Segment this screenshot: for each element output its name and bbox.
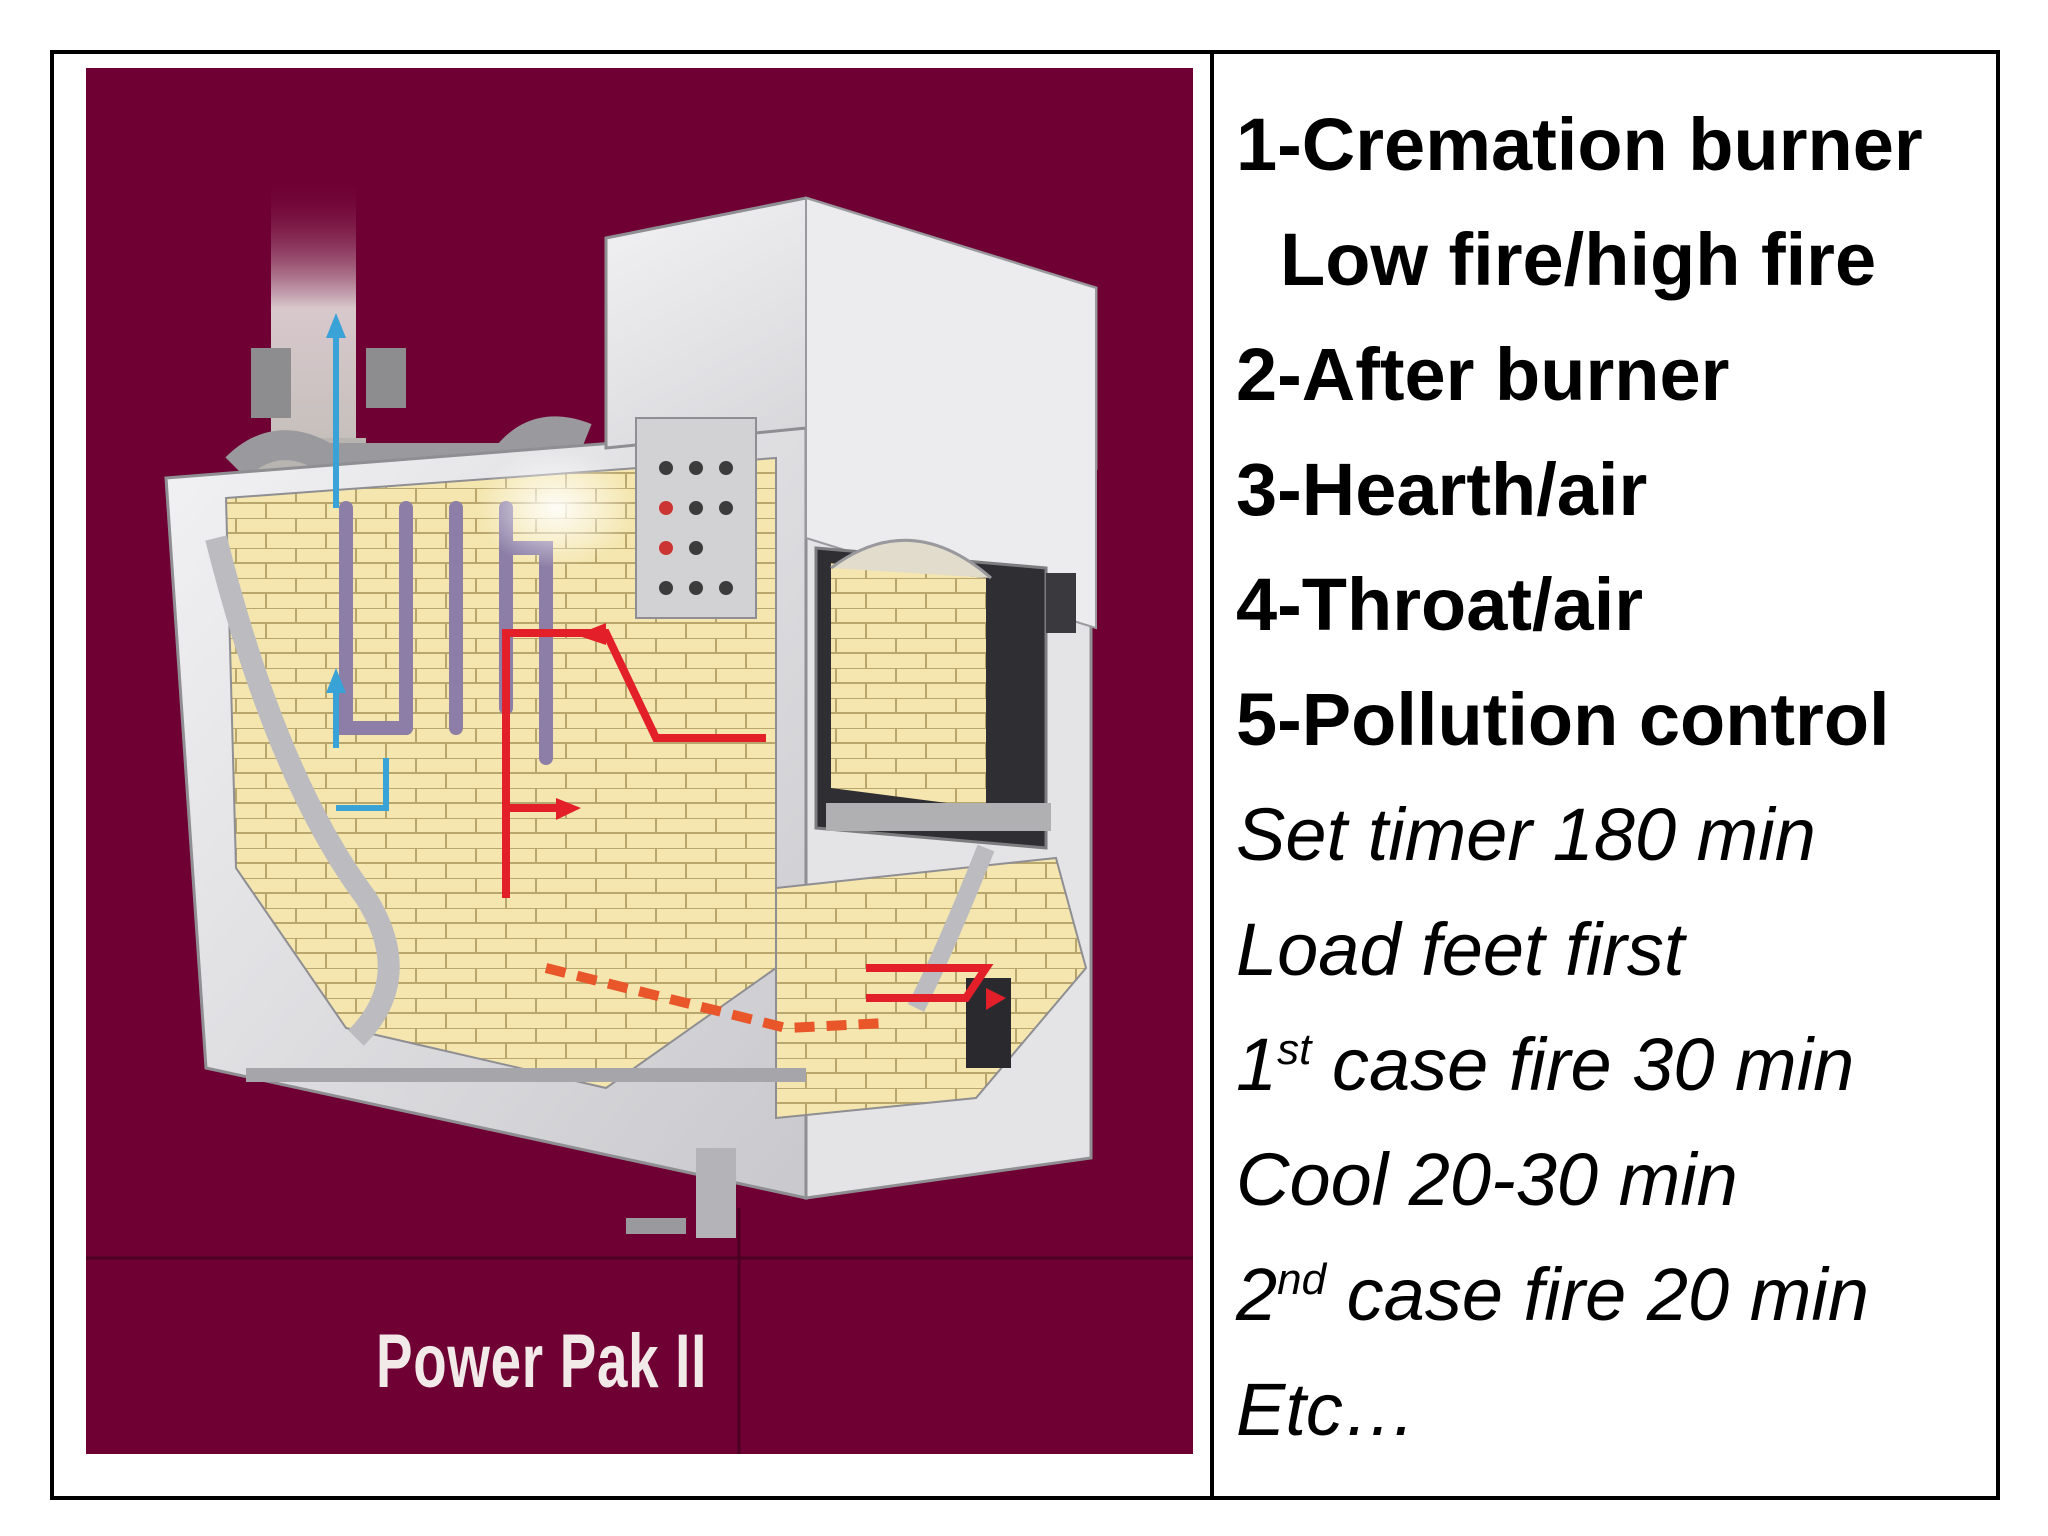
note-set-timer: Set timer 180 min bbox=[1236, 793, 1816, 876]
step-pollution-control: 5-Pollution control bbox=[1236, 678, 1890, 761]
note-etc: Etc… bbox=[1236, 1368, 1417, 1451]
step-after-burner: 2-After burner bbox=[1236, 333, 1730, 416]
step-hearth-air: 3-Hearth/air bbox=[1236, 448, 1648, 531]
note-cool: Cool 20-30 min bbox=[1236, 1138, 1738, 1221]
step-cremation-burner: 1-Cremation burner bbox=[1236, 103, 1923, 186]
note-first-ordinal: st bbox=[1277, 1025, 1312, 1074]
note-first-text: case fire 30 min bbox=[1311, 1023, 1855, 1106]
note-load-feet-first: Load feet first bbox=[1236, 908, 1685, 991]
note-second-ordinal: nd bbox=[1277, 1255, 1327, 1304]
outer-frame bbox=[50, 50, 2000, 1500]
note-first-case-fire: 1st case fire 30 min bbox=[1236, 1028, 1854, 1102]
step-throat-air: 4-Throat/air bbox=[1236, 563, 1644, 646]
process-steps: 1-Cremation burner Low fire/high fire 2-… bbox=[1236, 58, 1996, 1488]
column-divider bbox=[1210, 50, 1214, 1500]
cremator-illustration: Power Pak II bbox=[86, 68, 1193, 1454]
note-second-case-fire: 2nd case fire 20 min bbox=[1236, 1258, 1869, 1332]
note-first-number: 1 bbox=[1236, 1023, 1278, 1106]
air-flow-arrows bbox=[333, 333, 389, 811]
cremator-drawing bbox=[86, 178, 1193, 1454]
step-cremation-burner-detail: Low fire/high fire bbox=[1280, 218, 1877, 301]
note-second-number: 2 bbox=[1236, 1253, 1278, 1336]
note-second-text: case fire 20 min bbox=[1326, 1253, 1870, 1336]
diagram-caption: Power Pak II bbox=[376, 1319, 708, 1404]
